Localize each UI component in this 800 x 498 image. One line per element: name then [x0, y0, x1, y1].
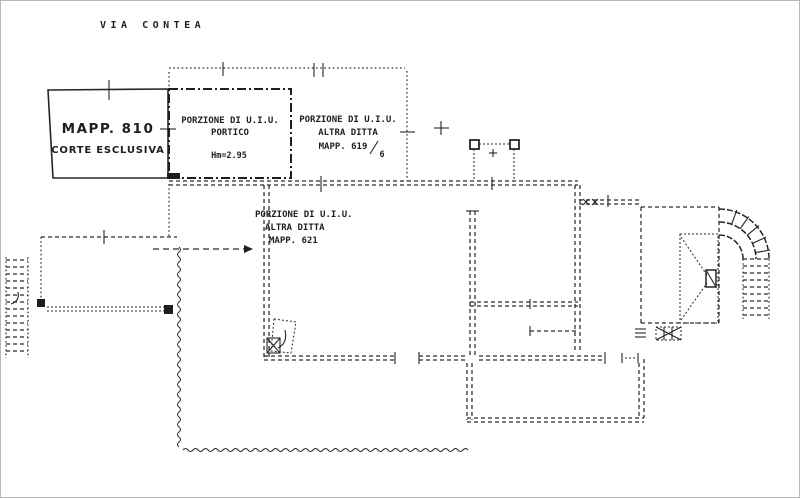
stair-rail-inner — [718, 234, 744, 260]
x-mark — [266, 337, 281, 354]
stair-tread — [746, 225, 760, 236]
parcel-boundary — [168, 62, 449, 237]
x-mark — [582, 198, 590, 206]
left-stair — [5, 257, 29, 358]
parcel-619-label: PORZIONE DI U.I.U. ALTRA DITTA MAPP. 619… — [299, 115, 397, 160]
grate — [655, 326, 682, 341]
courtyard-boundary — [177, 246, 469, 452]
stair-rail-middle — [718, 221, 757, 260]
stair-direction-arrow — [277, 329, 287, 349]
parcel-619-number: MAPP. 619 — [319, 142, 368, 152]
parcel-621-number: MAPP. 621 — [269, 236, 318, 246]
ramp-diagonal — [680, 282, 708, 321]
x-mark — [591, 198, 599, 206]
parcel-810: MAPP. 810 CORTE ESCLUSIVA — [47, 80, 176, 179]
porch — [469, 139, 520, 181]
parcel-810-number: MAPP. 810 — [62, 121, 155, 137]
stair-direction-arrow — [10, 291, 19, 305]
curved-stair — [718, 208, 771, 319]
stair-outline — [270, 318, 297, 354]
left-courtyard — [37, 230, 177, 314]
portico-height: Hm=2.95 — [211, 151, 247, 161]
stair-tread — [752, 236, 767, 244]
right-annex — [635, 206, 720, 341]
boundary-post — [37, 299, 45, 307]
portico-label-2: PORTICO — [211, 128, 250, 138]
street-name: VIA CONTEA — [100, 20, 205, 31]
ramp-outline — [679, 233, 719, 324]
parcel-621-label: PORZIONE DI U.I.U. ALTRA DITTA MAPP. 621 — [255, 210, 353, 246]
corner-mark — [167, 173, 180, 179]
wavy-boundary-vertical — [177, 246, 181, 448]
pillar — [509, 139, 520, 150]
pillar-hatch — [705, 269, 717, 288]
portico-outline — [168, 88, 292, 179]
parcel-621-line2: ALTRA DITTA — [265, 223, 325, 233]
pillar — [469, 139, 480, 150]
stair-landing — [266, 337, 281, 354]
portico: PORZIONE DI U.I.U. PORTICO Hm=2.95 — [167, 88, 292, 179]
ramp-diagonal — [680, 236, 708, 276]
stair-tread — [755, 249, 771, 254]
pillar — [705, 269, 717, 288]
passage-arrow — [153, 245, 253, 253]
stair-rail-outer — [718, 208, 770, 260]
parcel-619-denominator: 6 — [379, 150, 384, 160]
lower-room — [466, 359, 645, 423]
parcel-810-caption: CORTE ESCLUSIVA — [51, 145, 164, 156]
parcel-619-line2: ALTRA DITTA — [318, 128, 378, 138]
arrowhead — [244, 245, 253, 253]
stair-tread — [739, 216, 750, 230]
interior-stair — [266, 318, 297, 354]
wavy-boundary-horizontal — [182, 448, 469, 452]
boundary-post — [164, 305, 173, 314]
grate-hatch — [655, 326, 682, 341]
building-main — [169, 176, 640, 364]
fraction-slash — [369, 140, 379, 155]
stair-tread — [731, 209, 738, 225]
parcel-621-line1: PORZIONE DI U.I.U. — [255, 210, 353, 220]
portico-label-1: PORZIONE DI U.I.U. — [181, 116, 279, 126]
street-label: VIA CONTEA — [100, 20, 205, 31]
parcel-619-line1: PORZIONE DI U.I.U. — [299, 115, 397, 125]
